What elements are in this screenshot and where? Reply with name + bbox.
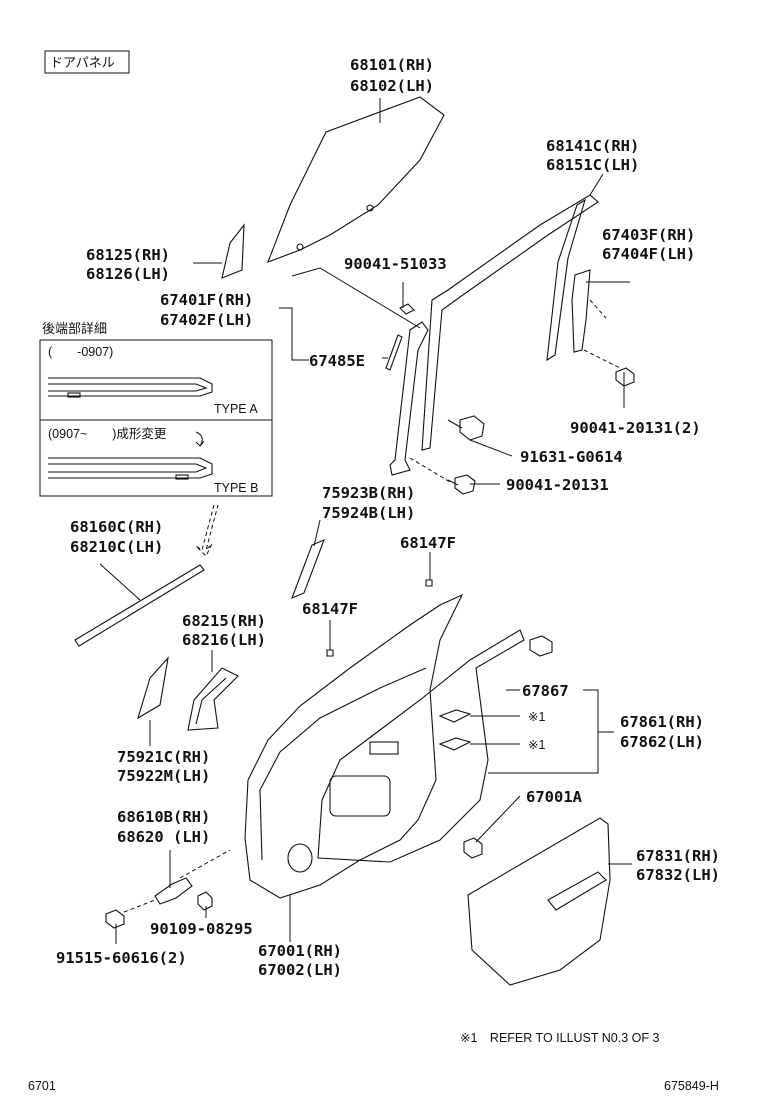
panel-parts-upper xyxy=(438,709,472,723)
trim-board-callout-lh: 67832(LH) xyxy=(636,866,720,884)
footer-page: 6701 xyxy=(28,1079,56,1093)
seal-e-callout: 67485E xyxy=(309,352,365,370)
section-label-box xyxy=(44,50,130,74)
section-label: ドアパネル xyxy=(50,56,115,71)
weatherstrip-callout-lh: 68210C(LH) xyxy=(70,538,163,556)
hinge-bolt-part xyxy=(197,891,213,911)
frame-front-callout-lh: 67402F(LH) xyxy=(160,311,253,329)
ref-mark-1: ※1 xyxy=(528,710,545,724)
quarter-glass-part xyxy=(221,223,245,279)
screw-callout: 91631-G0614 xyxy=(520,448,623,466)
bolt-rear-callout: 90041-20131(2) xyxy=(570,419,701,437)
glass-callout-lh: 68102(LH) xyxy=(350,77,434,95)
frame-front-callout-rh: 67401F(RH) xyxy=(160,291,253,309)
hinge-callout-lh: 68620 (LH) xyxy=(117,828,210,846)
inset-type-a-label: TYPE A xyxy=(214,402,258,416)
belt-moulding-b-callout-lh: 75924B(LH) xyxy=(322,504,415,522)
panel-parts-callout-rh: 67861(RH) xyxy=(620,713,704,731)
door-weatherstrip-part xyxy=(317,629,525,863)
clip-mid-part xyxy=(326,649,334,657)
clip-top-part xyxy=(425,579,433,587)
quarter-glass-callout-lh: 68126(LH) xyxy=(86,265,170,283)
mirror-cover-callout-rh: 68215(RH) xyxy=(182,612,266,630)
panel-parts-callout-lh: 67862(LH) xyxy=(620,733,704,751)
belt-moulding-b-part xyxy=(291,539,325,599)
bottom-bolt-part xyxy=(105,909,125,929)
hinge-bolt-callout: 90109-08295 xyxy=(150,920,253,938)
belt-moulding-c-part xyxy=(137,656,169,720)
door-panel-callout-lh: 67002(LH) xyxy=(258,961,342,979)
bottom-bolt-callout: 91515-60616(2) xyxy=(56,949,187,967)
inset-type-a-range: ( -0907) xyxy=(48,345,113,359)
inset-type-b-range: (0907~ )成形変更 xyxy=(48,426,167,441)
hinge-callout-rh: 68610B(RH) xyxy=(117,808,210,826)
hinge-part xyxy=(154,877,193,905)
inset-type-b-label: TYPE B xyxy=(214,481,258,495)
mirror-cover-callout-lh: 68216(LH) xyxy=(182,631,266,649)
door-panel-part xyxy=(244,593,464,899)
grommet-callout: 67867 xyxy=(522,682,569,700)
weatherstrip-strip xyxy=(74,564,205,647)
bolt-top-part xyxy=(399,303,415,315)
inset-box xyxy=(39,339,273,497)
frame-rear-callout-rh: 67403F(RH) xyxy=(602,226,695,244)
footer-note: ※1 REFER TO ILLUST N0.3 OF 3 xyxy=(460,1031,659,1045)
run-channel-part xyxy=(421,194,599,451)
grommet-part xyxy=(529,635,553,657)
bolt-mid-part xyxy=(447,474,476,495)
hole-plug-callout: 67001A xyxy=(526,788,583,806)
ref-mark-2: ※1 xyxy=(528,738,545,752)
mirror-cover-part xyxy=(187,667,239,731)
door-panel-callout-rh: 67001(RH) xyxy=(258,942,342,960)
frame-rear-callout-lh: 67404F(LH) xyxy=(602,245,695,263)
run-channel-callout-rh: 68141C(RH) xyxy=(546,137,639,155)
footer-drawing-no: 675849-H xyxy=(664,1079,719,1093)
inset-title: 後端部詳細 xyxy=(42,321,107,337)
inset-pointer-arrow xyxy=(195,504,219,557)
hole-plug-part xyxy=(463,837,483,859)
bolt-mid-callout: 90041-20131 xyxy=(506,476,609,494)
rear-frame-part xyxy=(571,269,591,353)
glass-callout-rh: 68101(RH) xyxy=(350,56,434,74)
clip-top-callout: 68147F xyxy=(400,534,456,552)
trim-board-part xyxy=(467,817,611,986)
panel-parts-lower xyxy=(438,737,472,751)
door-glass-part xyxy=(267,96,445,263)
belt-moulding-c-callout-lh: 75922M(LH) xyxy=(117,767,210,785)
quarter-glass-callout-rh: 68125(RH) xyxy=(86,246,170,264)
trim-board-callout-rh: 67831(RH) xyxy=(636,847,720,865)
belt-moulding-c-callout-rh: 75921C(RH) xyxy=(117,748,210,766)
clip-mid-callout: 68147F xyxy=(302,600,358,618)
run-channel-callout-lh: 68151C(LH) xyxy=(546,156,639,174)
front-frame-part xyxy=(389,321,429,476)
weatherstrip-callout-rh: 68160C(RH) xyxy=(70,518,163,536)
belt-moulding-b-callout-rh: 75923B(RH) xyxy=(322,484,415,502)
bolt-top-callout: 90041-51033 xyxy=(344,255,447,273)
bolt-rear-part xyxy=(615,367,635,387)
screw-part xyxy=(447,415,485,441)
